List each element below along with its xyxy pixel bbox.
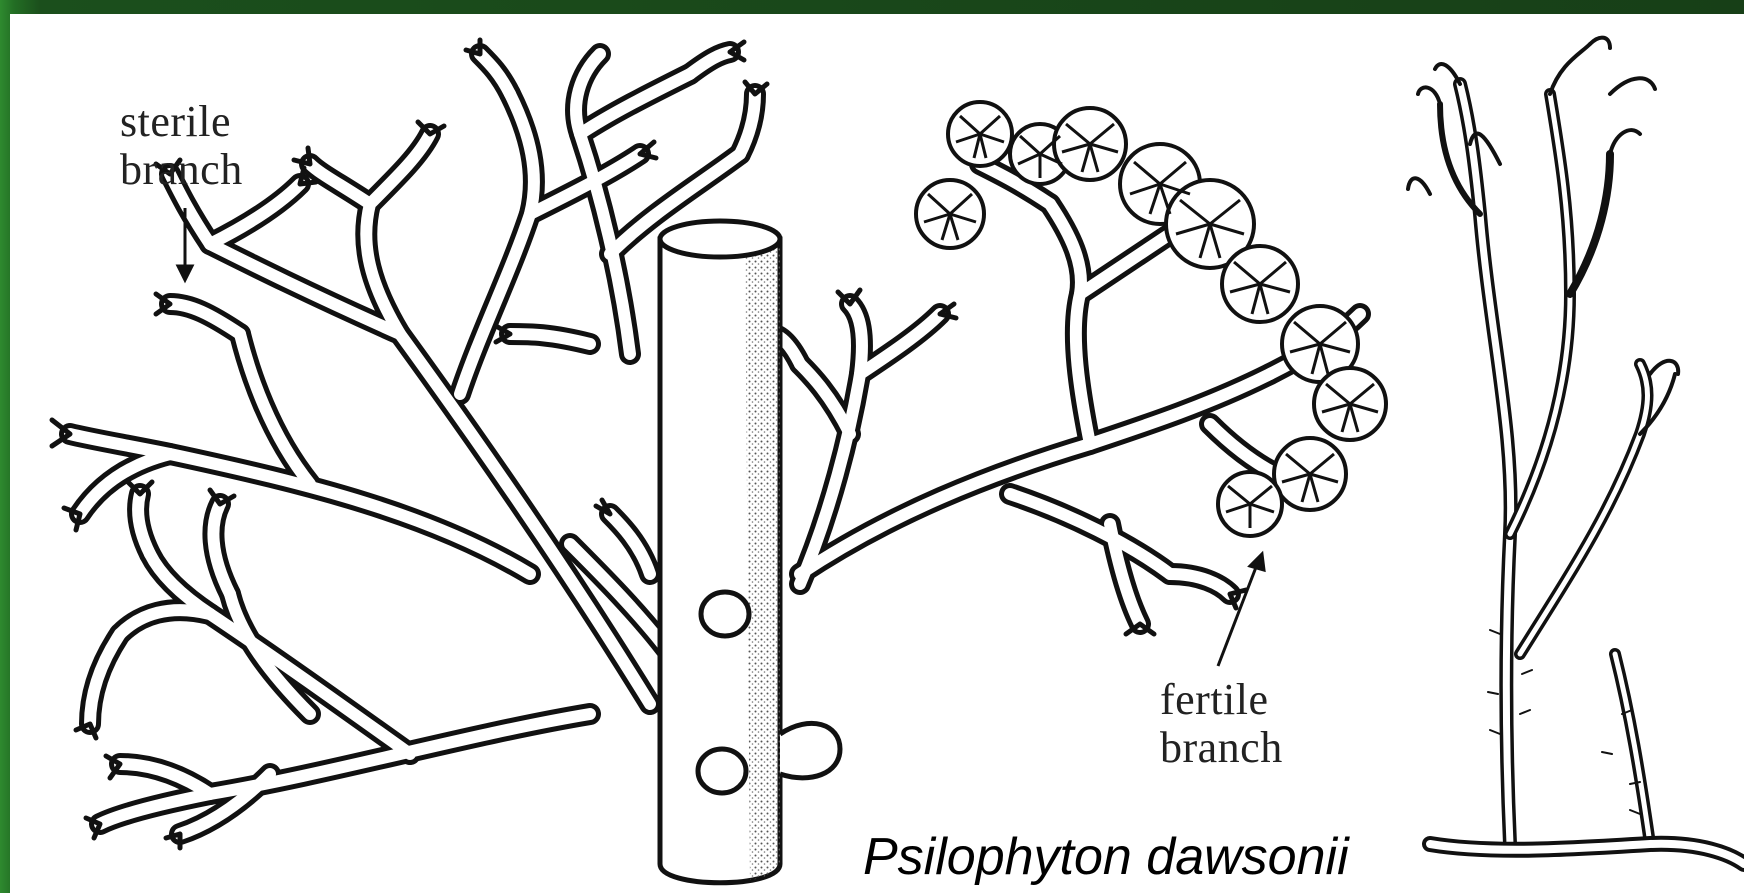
sterile-label-line2: branch [120,146,243,194]
upright-plant-reconstruction [1408,38,1744,864]
illustration-canvas: sterile branch fertile branch Psilophyto… [10,14,1744,893]
sterile-label-line1: sterile [120,98,243,146]
fertile-label-line1: fertile [1160,676,1283,724]
fertile-label-line2: branch [1160,724,1283,772]
fertile-branch-label: fertile branch [1160,676,1283,772]
sterile-branch-label: sterile branch [120,98,243,194]
psilophyton-illustration [10,14,1744,893]
species-caption: Psilophyton dawsonii [863,827,1349,887]
